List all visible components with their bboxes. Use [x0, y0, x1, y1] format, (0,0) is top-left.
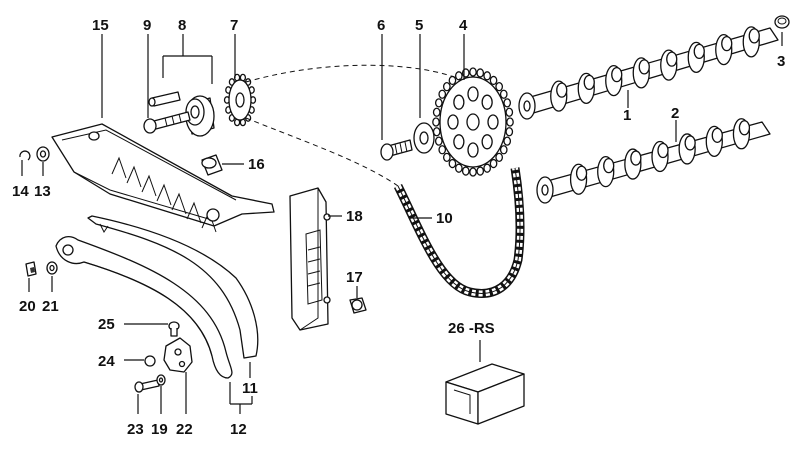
circlip[interactable] — [19, 150, 31, 161]
sliding-block[interactable] — [25, 261, 37, 277]
callout-26: 26 -RS — [448, 320, 495, 337]
callout-7: 7 — [230, 17, 238, 34]
callout-18: 18 — [346, 208, 363, 225]
washer-21[interactable] — [46, 261, 58, 275]
camshaft-plug[interactable] — [774, 15, 790, 29]
chain-tensioner[interactable] — [289, 187, 331, 331]
upper-chain-guide-rail[interactable] — [51, 123, 275, 233]
repair-kit-box[interactable] — [445, 363, 525, 425]
callout-1: 1 — [623, 107, 631, 124]
callout-13: 13 — [34, 183, 51, 200]
callout-17: 17 — [346, 269, 363, 286]
callout-12: 12 — [230, 421, 247, 438]
pin-25[interactable] — [168, 321, 180, 337]
sleeve[interactable] — [201, 154, 223, 176]
callout-16: 16 — [248, 156, 265, 173]
callout-labels: 15 9 8 7 6 5 4 3 1 2 16 14 13 18 10 17 2… — [12, 17, 785, 438]
washer-13[interactable] — [36, 146, 50, 162]
callout-15: 15 — [92, 17, 109, 34]
callout-23: 23 — [127, 421, 144, 438]
callout-6: 6 — [377, 17, 385, 34]
guide-rail[interactable] — [55, 235, 233, 379]
camshaft-sprocket[interactable] — [432, 67, 514, 177]
callout-8: 8 — [178, 17, 186, 34]
sprocket-spindle[interactable] — [148, 91, 215, 137]
exhaust-camshaft[interactable] — [536, 118, 771, 204]
ring-24[interactable] — [144, 355, 156, 367]
leader-lines — [21, 32, 783, 414]
small-sprocket[interactable] — [223, 73, 257, 127]
callout-25: 25 — [98, 316, 115, 333]
sprocket-bolt[interactable] — [380, 139, 413, 161]
callout-10: 10 — [436, 210, 453, 227]
spindle-bolt[interactable] — [143, 111, 191, 134]
bracket[interactable] — [163, 337, 193, 373]
callout-20: 20 — [19, 298, 36, 315]
callout-3: 3 — [777, 53, 785, 70]
callout-22: 22 — [176, 421, 193, 438]
sprocket-washer[interactable] — [413, 122, 435, 154]
callout-14: 14 — [12, 183, 29, 200]
intake-camshaft[interactable] — [518, 26, 779, 120]
callout-21: 21 — [42, 298, 59, 315]
washer-19[interactable] — [156, 374, 166, 386]
callout-19: 19 — [151, 421, 168, 438]
tensioner-rail[interactable] — [87, 215, 259, 359]
bolt-23[interactable] — [134, 379, 160, 393]
callout-5: 5 — [415, 17, 423, 34]
timing-chain[interactable] — [245, 64, 525, 298]
callout-4: 4 — [459, 17, 468, 34]
callout-24: 24 — [98, 353, 115, 370]
tensioner-nut[interactable] — [349, 297, 367, 314]
callout-11: 11 — [242, 380, 258, 397]
callout-2: 2 — [671, 105, 679, 122]
callout-9: 9 — [143, 17, 151, 34]
